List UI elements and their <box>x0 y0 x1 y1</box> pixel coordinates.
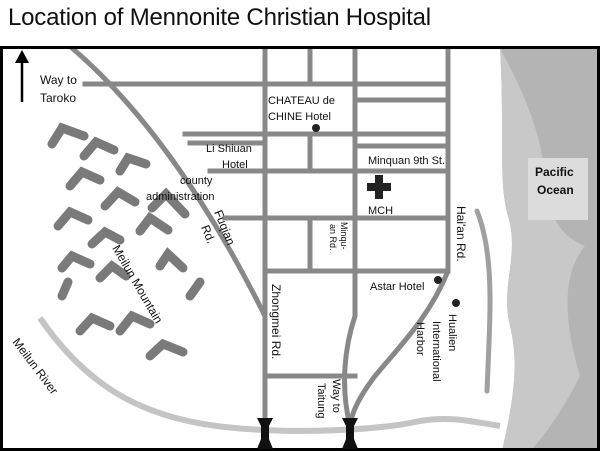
meilun-river <box>37 316 501 434</box>
way-to-taroko-label: Way to <box>40 73 77 87</box>
pacific-ocean-label: Pacific <box>535 165 574 179</box>
bridge-icon <box>257 418 358 449</box>
way-to-taitung-label: Way to <box>330 379 342 413</box>
zhongmei-rd-label: Zhongmei Rd. <box>269 284 283 359</box>
county-administration-label: county <box>180 175 213 187</box>
meilun-river-label: Meilun River <box>10 335 61 397</box>
road-network <box>68 46 451 430</box>
pacific-ocean-label-2: Ocean <box>537 183 574 197</box>
harbor-marker <box>452 299 460 307</box>
haian-rd-label: Hai'an Rd. <box>454 206 468 262</box>
mch-label: MCH <box>368 205 393 217</box>
north-arrow-icon <box>15 50 29 102</box>
shoreline-shade <box>500 48 585 451</box>
meilun-mountain-contours <box>47 122 205 361</box>
minquan-9th-st-label: Minquan 9th St. <box>368 155 445 167</box>
fuqian-rd-label-2: Rd. <box>198 223 218 246</box>
li-shiuan-hotel-label: Li Shiuan <box>206 143 252 155</box>
hualien-harbor-label: Hualien <box>446 314 458 351</box>
meilun-mountain-label: Meilun Mountain <box>109 243 165 326</box>
li-shiuan-hotel-label-2: Hotel <box>222 159 248 171</box>
county-administration-label-2: administration <box>146 191 214 203</box>
chateau-hotel-label: CHATEAU de <box>268 95 335 107</box>
way-to-taitung-label-2: Taitung <box>315 383 327 418</box>
minquan-rd-label-2: an Rd. <box>328 224 338 251</box>
chateau-hotel-marker <box>312 124 320 132</box>
map-canvas: Way to Taroko CHATEAU de CHINE Hotel Li … <box>0 46 600 451</box>
harbor-breakwater <box>474 208 493 394</box>
map-frame <box>0 46 600 451</box>
pacific-ocean-label-box <box>528 158 588 220</box>
minquan-rd-label: Minqu- <box>339 222 349 250</box>
chateau-hotel-label-2: CHINE Hotel <box>268 111 331 123</box>
hospital-cross-icon <box>367 175 391 199</box>
hualien-harbor-label-2: International <box>430 321 442 382</box>
way-to-taroko-label-2: Taroko <box>40 91 76 105</box>
hualien-harbor-label-3: Harbor <box>414 322 426 356</box>
astar-hotel-marker <box>434 276 442 284</box>
astar-hotel-label: Astar Hotel <box>370 281 424 293</box>
map-title: Location of Mennonite Christian Hospital <box>8 4 431 31</box>
